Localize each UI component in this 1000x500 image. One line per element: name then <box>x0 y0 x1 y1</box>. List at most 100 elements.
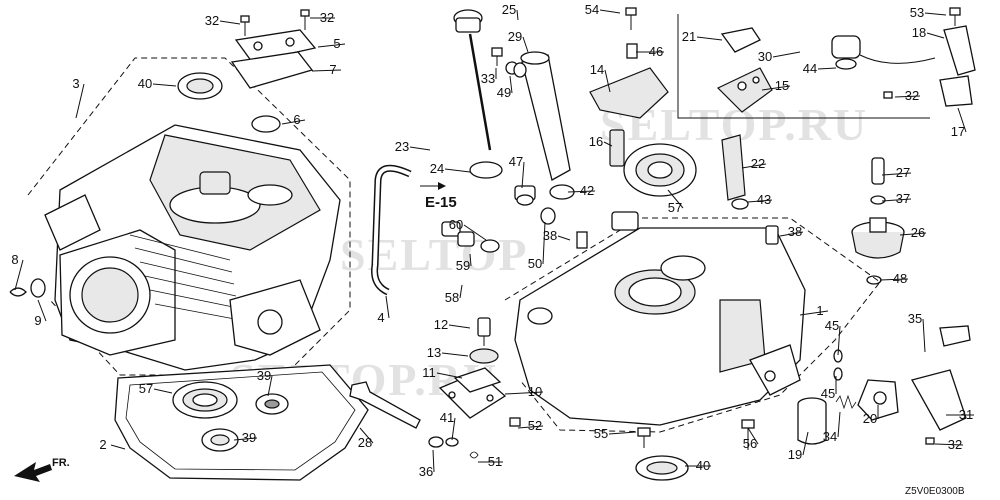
gasket-11 <box>453 367 502 393</box>
link-35 <box>939 325 971 347</box>
callout-leader <box>233 437 258 441</box>
bolt-55 <box>637 427 651 448</box>
oil-dipstick <box>453 9 503 179</box>
callout-leader <box>604 69 611 93</box>
callout-number: 38 <box>543 228 557 243</box>
bolt-52 <box>509 417 521 427</box>
callout-leader <box>317 43 346 48</box>
callout-leader <box>667 189 684 209</box>
callout-46: 46 <box>636 44 664 59</box>
callout-leader <box>267 375 273 397</box>
callout-number: 45 <box>825 318 839 333</box>
callout-number: 50 <box>528 256 542 271</box>
callout-number: 21 <box>682 29 696 44</box>
callout-57: 57 <box>667 189 684 215</box>
callout-number: 49 <box>497 85 511 100</box>
callout-leader <box>311 69 342 72</box>
callout-number: 7 <box>329 62 336 77</box>
callout-number: 47 <box>509 154 523 169</box>
plug-6 <box>251 115 281 133</box>
callout-leader <box>359 427 374 444</box>
callout-20: 20 <box>863 405 879 426</box>
callout-leader <box>463 224 487 241</box>
callout-leader <box>153 388 173 394</box>
callout-leader <box>603 141 613 147</box>
clip-8 <box>9 287 27 297</box>
callout-30: 30 <box>758 49 801 64</box>
callout-28: 28 <box>358 427 374 450</box>
callout-14: 14 <box>590 62 611 93</box>
callout-45: 45 <box>825 318 841 356</box>
o-ring-43 <box>731 198 749 210</box>
callout-leader <box>837 411 841 438</box>
callout-12: 12 <box>434 317 471 332</box>
callout-leader <box>957 107 967 133</box>
callout-leader <box>436 372 463 379</box>
bolt-32-upper-right <box>883 91 893 99</box>
callout-leader <box>469 253 472 267</box>
o-ring-50 <box>540 207 556 225</box>
callout-10: 10 <box>504 384 544 399</box>
callout-48: 48 <box>879 271 909 286</box>
callout-leader <box>922 318 926 353</box>
callout-leader <box>879 278 909 281</box>
callout-1: 1 <box>799 303 829 318</box>
callout-number: 4 <box>377 310 384 325</box>
callout-number: 22 <box>751 156 765 171</box>
callout-leader <box>837 325 841 356</box>
collar-46 <box>626 43 638 59</box>
callout-45: 45 <box>821 376 837 401</box>
callout-number: 52 <box>528 418 542 433</box>
bearing-39-upper <box>255 393 289 415</box>
callout-38: 38 <box>543 228 571 243</box>
pin-51 <box>469 451 479 459</box>
callout-number: 40 <box>696 458 710 473</box>
governor-arm-28 <box>349 381 421 429</box>
callout-number: 9 <box>34 313 41 328</box>
callout-60: 60 <box>449 217 487 241</box>
callout-37: 37 <box>881 191 912 206</box>
callout-leader <box>522 36 529 53</box>
callout-number: 23 <box>395 139 409 154</box>
callout-leader <box>444 168 471 173</box>
callout-number: 10 <box>528 384 542 399</box>
callout-43: 43 <box>747 192 773 207</box>
oil-level-sensor-47 <box>514 185 536 206</box>
valve-13 <box>469 348 499 364</box>
svg-text:FR.: FR. <box>52 457 70 469</box>
callout-18: 18 <box>912 25 945 40</box>
callout-number: 39 <box>257 368 271 383</box>
callout-32: 32 <box>310 10 335 25</box>
callout-4: 4 <box>377 295 390 325</box>
callout-50: 50 <box>528 221 546 271</box>
callout-47: 47 <box>509 154 525 189</box>
callout-54: 54 <box>585 2 621 17</box>
callout-55: 55 <box>594 426 637 441</box>
callout-2: 2 <box>99 437 126 452</box>
callout-number: 34 <box>823 429 837 444</box>
callout-number: 32 <box>948 437 962 452</box>
o-ring-9 <box>30 278 46 298</box>
washer-37 <box>870 195 886 205</box>
callout-52: 52 <box>517 418 544 433</box>
callout-number: 6 <box>293 112 300 127</box>
callout-number: 26 <box>911 225 925 240</box>
callout-leader <box>516 9 519 21</box>
callout-39: 39 <box>257 368 273 397</box>
callout-leader <box>894 95 921 98</box>
oil-seal-40-bottom <box>635 455 689 481</box>
callout-16: 16 <box>589 134 613 149</box>
callout-31: 31 <box>946 407 974 422</box>
callout-number: 32 <box>320 10 334 25</box>
callout-number: 35 <box>908 311 922 326</box>
callout-leader <box>504 391 544 395</box>
callout-number: 12 <box>434 317 448 332</box>
cylinder-block-assembly <box>27 57 351 376</box>
callout-49: 49 <box>497 75 513 100</box>
callout-number: 48 <box>893 271 907 286</box>
callout-number: 13 <box>427 345 441 360</box>
bolt-33 <box>491 47 503 66</box>
callout-40: 40 <box>685 458 711 473</box>
bearing-39-lower <box>201 428 239 452</box>
callout-number: 37 <box>896 191 910 206</box>
